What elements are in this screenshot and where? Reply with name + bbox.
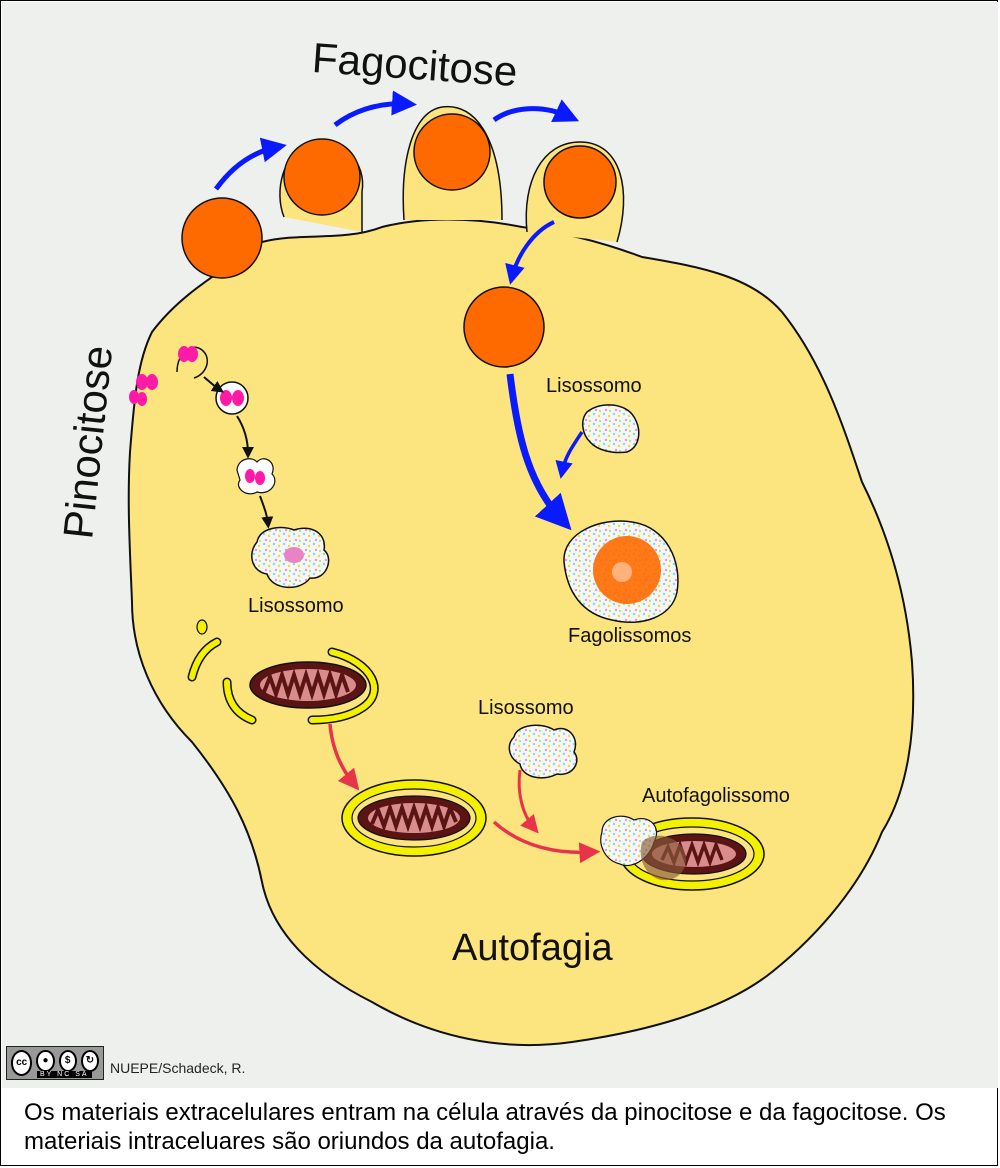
auto-arrow-3: [517, 769, 539, 834]
label-autofagia: Autofagia: [452, 927, 613, 969]
particle-1: [181, 197, 263, 279]
label-autofagolissomo: Autofagolissomo: [642, 785, 790, 807]
sa-icon: ↻: [80, 1050, 99, 1072]
phago-arrow-5: [506, 373, 572, 531]
particle-internalized: [463, 286, 545, 368]
particle-2: [283, 138, 361, 216]
autophagosome: [341, 779, 487, 857]
lysosome-right: [582, 404, 640, 454]
pino-arrow-3: [259, 495, 274, 529]
phago-arrow-4: [505, 220, 555, 285]
license-tags: BY NC SA: [37, 1071, 92, 1078]
pino-arrow-2: [236, 415, 254, 459]
lysosome-middle: [508, 724, 578, 779]
pino-arrow-1: [203, 376, 224, 393]
phago-arrow-2: [333, 90, 417, 128]
label-lisossomo-right: Lisossomo: [546, 375, 642, 397]
lyso-arrow-right: [555, 431, 584, 479]
phago-arrow-3: [492, 99, 580, 123]
particle-4: [543, 145, 617, 219]
label-fagolissomos: Fagolissomos: [568, 625, 691, 647]
figure-caption: Os materiais extracelulares entram na cé…: [24, 1099, 946, 1155]
pino-droplet-2: [136, 374, 148, 390]
cell-diagram: Fagocitose Pinocitose Lisossomo Lisossom…: [54, 34, 915, 1047]
nc-icon: $: [58, 1050, 77, 1072]
pino-droplet-3: [129, 390, 139, 404]
mitochondrion-1: [249, 661, 367, 709]
phago-arrow-1: [213, 137, 287, 191]
label-fagocitose: Fagocitose: [311, 34, 519, 95]
phagophore-dot: [196, 619, 208, 635]
particle-3: [413, 113, 491, 191]
label-pinocitose: Pinocitose: [54, 343, 121, 541]
autophagolysosome: [600, 815, 765, 891]
cc-icon: cc: [11, 1050, 33, 1076]
diagram-area: Fagocitose Pinocitose Lisossomo Lisossom…: [2, 2, 998, 1088]
author-credit: NUEPE/Schadeck, R.: [110, 1060, 246, 1076]
auto-arrow-2: [492, 820, 601, 864]
auto-arrow-1: [328, 723, 360, 791]
label-lisossomo-middle: Lisossomo: [478, 697, 574, 719]
by-icon: ●: [36, 1050, 55, 1072]
label-lisossomo-left: Lisossomo: [248, 595, 344, 617]
cc-license-badge[interactable]: cc ● $ ↻ BY NC SA: [6, 1046, 104, 1080]
